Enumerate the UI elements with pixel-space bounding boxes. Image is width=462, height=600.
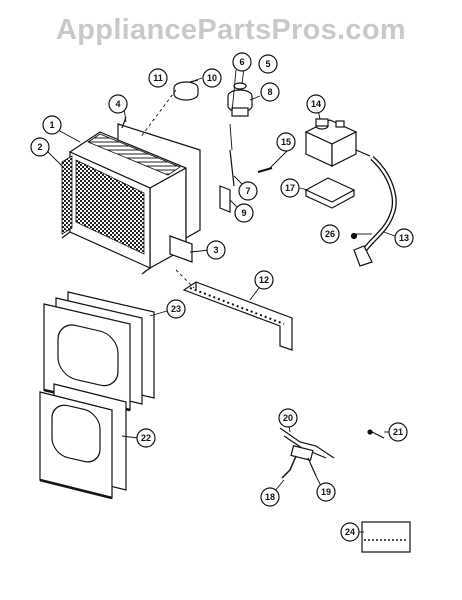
callout-number: 24 [345, 527, 355, 537]
gas-hose [359, 156, 397, 256]
callout-circle [234, 203, 254, 223]
callout-number: 22 [141, 433, 151, 443]
callout-circle [258, 54, 278, 74]
watermark: AppliancePartsPros.com [56, 14, 406, 46]
callout-17: 17 [280, 178, 300, 198]
callout-circle [108, 94, 128, 114]
callout-circle [394, 228, 414, 248]
pilot-assembly [279, 427, 385, 479]
callout-number: 18 [265, 492, 275, 502]
callout-circle [238, 181, 258, 201]
callout-26: 26 [320, 224, 340, 244]
callout-number: 8 [267, 87, 272, 97]
callout-1: 1 [42, 115, 62, 135]
callout-circle [254, 270, 274, 290]
bracket-part-9 [219, 185, 231, 213]
callout-circle [320, 224, 340, 244]
callout-circle [232, 52, 252, 72]
callout-number: 6 [239, 57, 244, 67]
screw-part-15 [257, 167, 273, 173]
callout-number: 12 [259, 275, 269, 285]
callout-number: 26 [325, 229, 335, 239]
callout-circle [276, 132, 296, 152]
dashed-connector [175, 269, 195, 289]
callout-circle [136, 428, 156, 448]
burner-assembly [182, 281, 293, 351]
callout-3: 3 [206, 240, 226, 260]
callout-18: 18 [260, 487, 280, 507]
part-10-11-component [173, 79, 199, 101]
callout-21: 21 [388, 422, 408, 442]
callout-circle [340, 522, 360, 542]
callout-8: 8 [260, 82, 280, 102]
callout-number: 14 [311, 99, 321, 109]
rating-label-plate [361, 521, 411, 553]
callout-6: 6 [232, 52, 252, 72]
callout-20: 20 [278, 408, 298, 428]
callout-circle [306, 94, 326, 114]
callout-circle [280, 178, 300, 198]
callout-number: 9 [241, 208, 246, 218]
callout-circle [202, 68, 222, 88]
callout-number: 1 [49, 120, 54, 130]
control-knob [227, 82, 253, 117]
callout-number: 17 [285, 183, 295, 193]
dashed-connector [139, 89, 177, 139]
callout-24: 24 [340, 522, 360, 542]
callout-circle [30, 137, 50, 157]
callout-circle [316, 482, 336, 502]
callout-circle [148, 68, 168, 88]
fitting-part-26 [350, 232, 358, 240]
callout-number: 13 [399, 233, 409, 243]
callout-number: 23 [171, 304, 181, 314]
callout-circle [166, 299, 186, 319]
callout-23: 23 [166, 299, 186, 319]
callout-22: 22 [136, 428, 156, 448]
callout-number: 2 [37, 142, 42, 152]
callout-7: 7 [238, 181, 258, 201]
callout-number: 21 [393, 427, 403, 437]
callout-number: 10 [207, 73, 217, 83]
lower-front-panel [39, 383, 127, 500]
mounting-plate [304, 177, 356, 203]
callout-9: 9 [234, 203, 254, 223]
side-bracket [169, 235, 193, 263]
callout-circle [260, 82, 280, 102]
callout-4: 4 [108, 94, 128, 114]
grille-screen [61, 155, 73, 235]
callout-14: 14 [306, 94, 326, 114]
heater-cabinet [61, 131, 188, 275]
callout-number: 3 [213, 245, 218, 255]
callout-number: 19 [321, 487, 331, 497]
callout-11: 11 [148, 68, 168, 88]
callout-number: 4 [115, 99, 120, 109]
callout-number: 15 [281, 137, 291, 147]
callout-number: 7 [245, 186, 250, 196]
callout-5: 5 [258, 54, 278, 74]
callout-circle [388, 422, 408, 442]
callout-circle [42, 115, 62, 135]
callout-19: 19 [316, 482, 336, 502]
callout-number: 20 [283, 413, 293, 423]
gas-regulator [304, 118, 371, 167]
callout-number: 5 [265, 59, 270, 69]
callout-circle [278, 408, 298, 428]
callout-circle [260, 487, 280, 507]
callout-12: 12 [254, 270, 274, 290]
callout-circle [206, 240, 226, 260]
callout-2: 2 [30, 137, 50, 157]
callout-number: 11 [153, 73, 163, 83]
callout-13: 13 [394, 228, 414, 248]
callout-15: 15 [276, 132, 296, 152]
front-panel-assembly [43, 291, 155, 412]
callout-10: 10 [202, 68, 222, 88]
rod-part-7 [229, 149, 235, 187]
